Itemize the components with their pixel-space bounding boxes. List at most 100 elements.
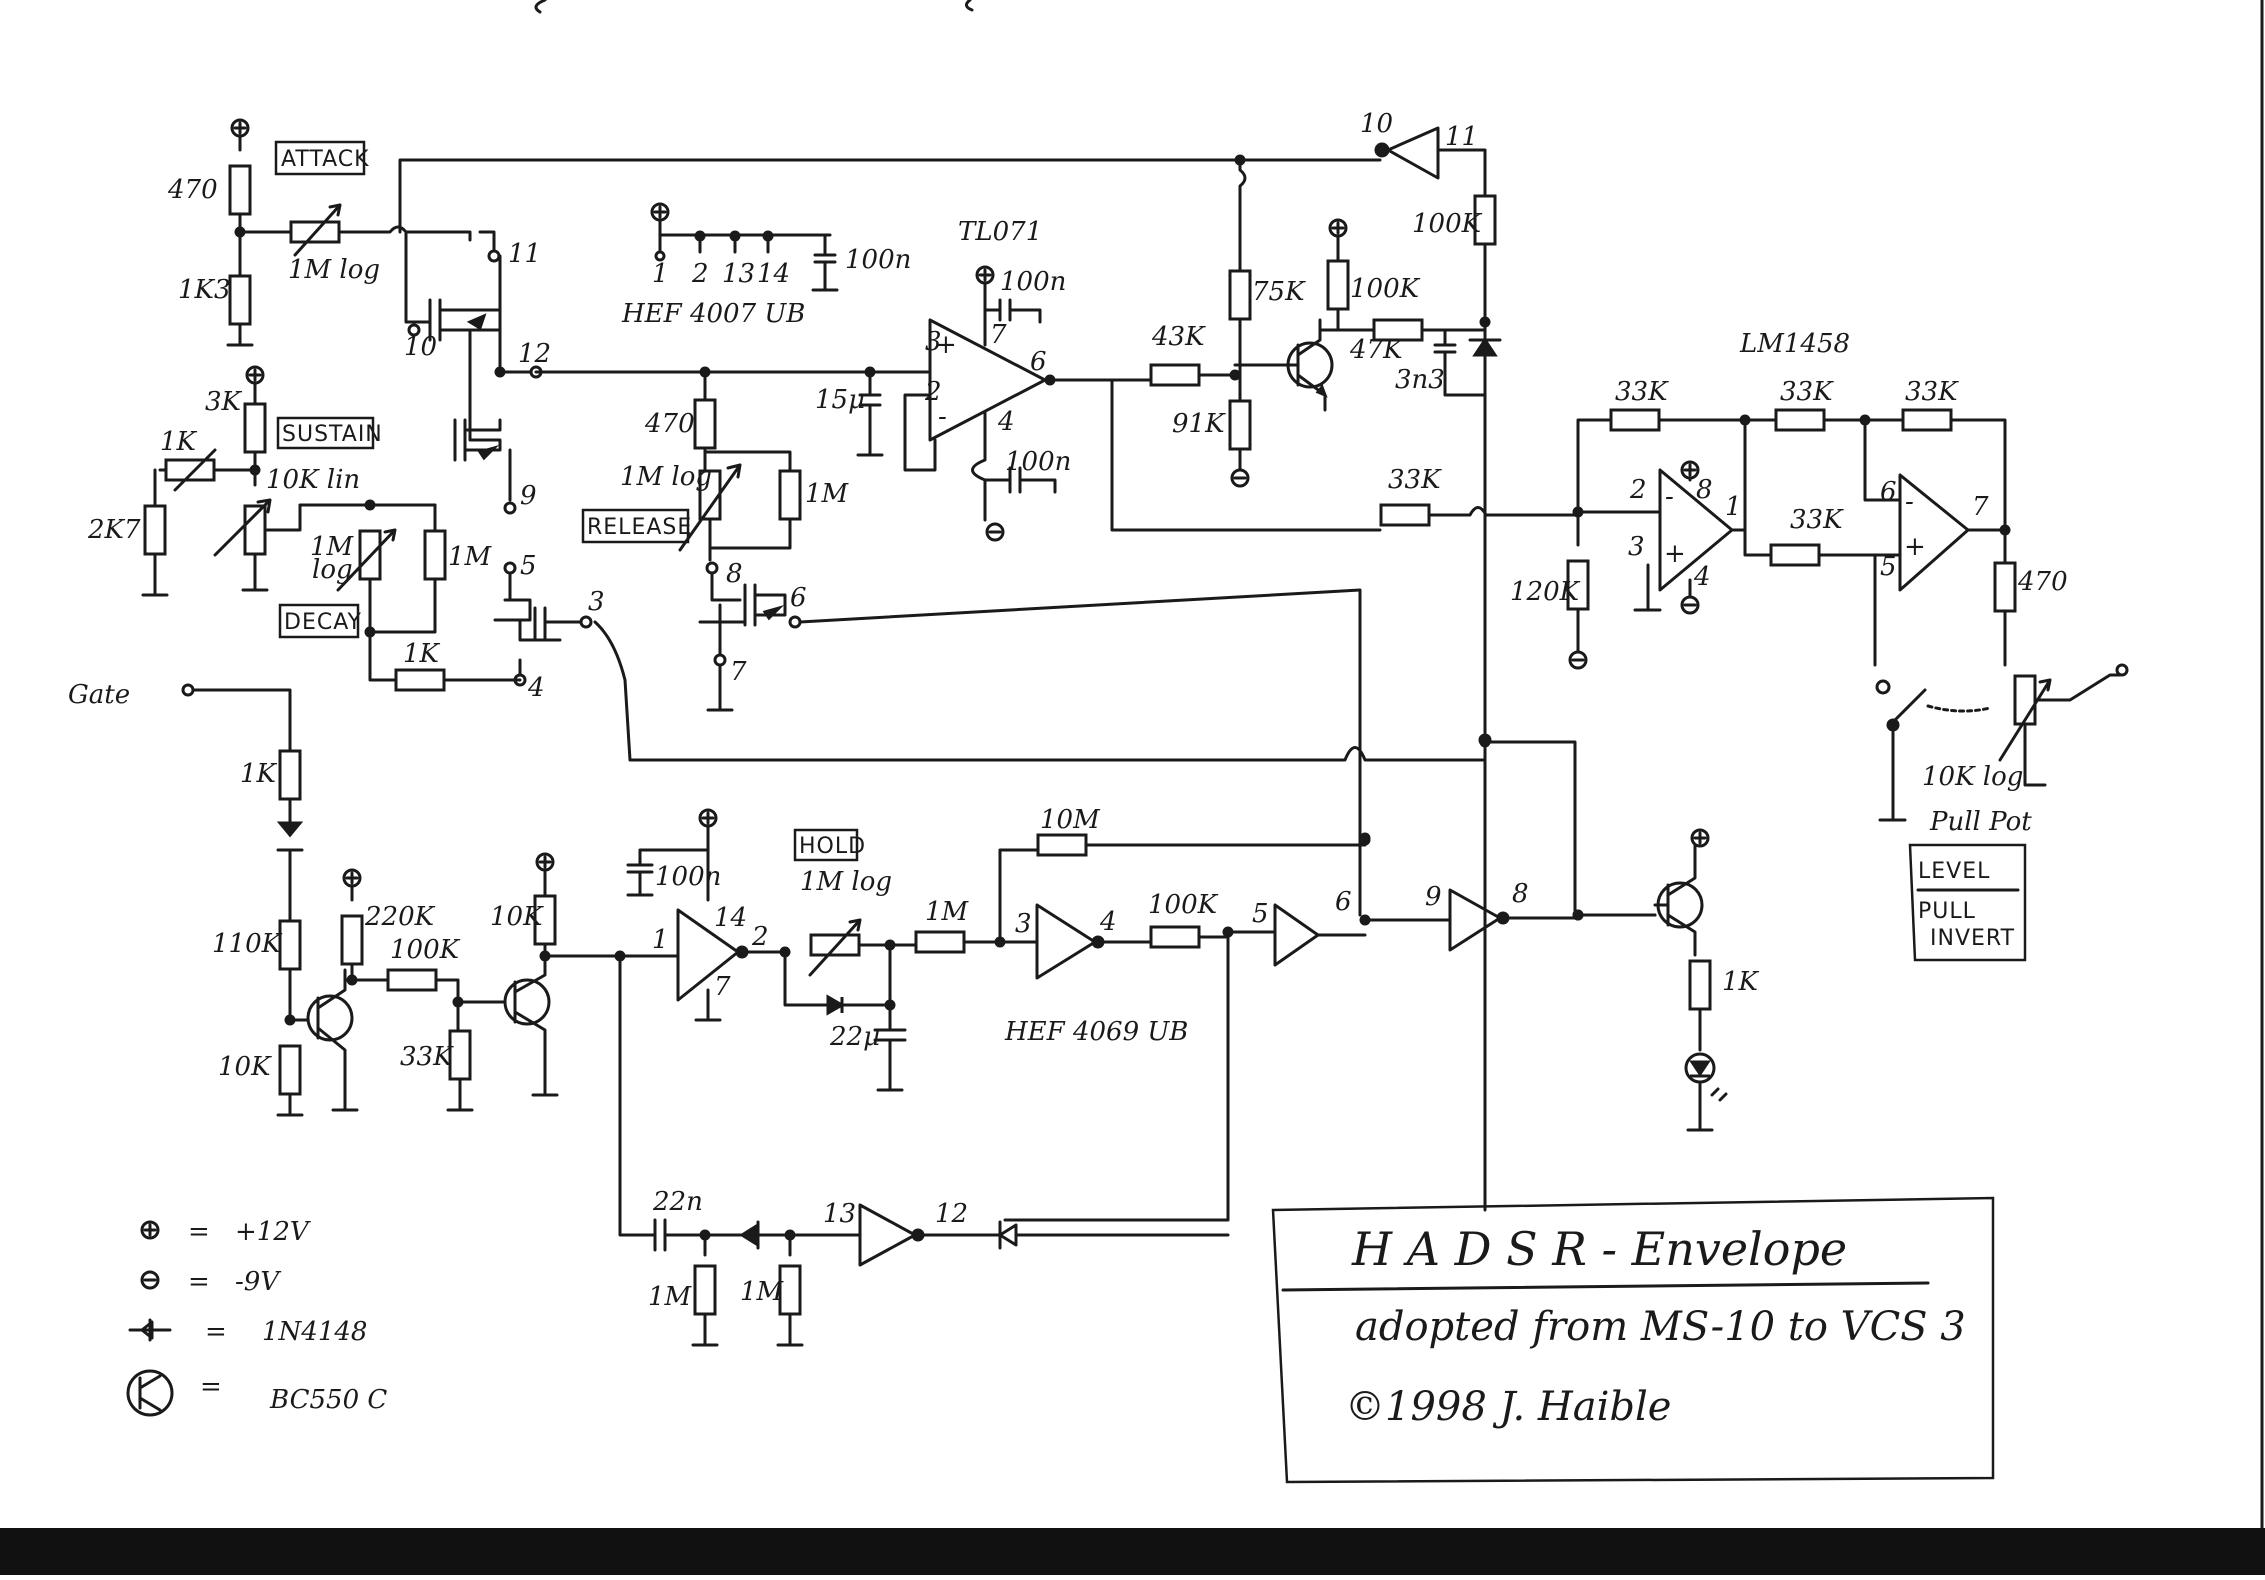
pin-12: 12	[518, 339, 551, 369]
label-100n-tl-bottom: 100n	[1005, 447, 1071, 477]
label-10klog: 10K log	[1922, 762, 2023, 792]
label-15u: 15µ	[815, 385, 865, 415]
pin-9: 9	[520, 481, 537, 511]
label-100n-hold: 100n	[655, 862, 721, 892]
pin-4007-1: 1	[652, 259, 669, 289]
gate-input-network	[181, 683, 622, 1117]
label-r470-attack: 470	[167, 175, 218, 205]
label-r1k3: 1K3	[178, 275, 231, 305]
pin-10: 10	[404, 332, 437, 362]
pin-6-release: 6	[790, 583, 807, 613]
tl071-buffer	[856, 265, 1114, 542]
label-r33k-d: 33K	[1790, 505, 1844, 535]
hold-box	[793, 828, 859, 862]
release-box	[581, 508, 690, 544]
label-r1k-decay: 1K	[403, 639, 441, 669]
lm-pin2: 2	[1629, 475, 1647, 505]
led-driver	[1576, 828, 1728, 1132]
label-tl071: TL071	[958, 217, 1042, 247]
lm-pin7: 7	[1972, 492, 1989, 522]
pin-11-4069: 11	[1445, 122, 1478, 152]
legend-minus-val: -9V	[235, 1267, 281, 1297]
sustain-label: SUSTAIN	[282, 422, 383, 447]
label-r33k-mid: 33K	[1388, 465, 1442, 495]
inv-pin5: 5	[1252, 899, 1269, 929]
label-22u: 22µ	[829, 1022, 880, 1052]
legend-plus-val: +12V	[235, 1217, 311, 1247]
tl071-minus: -	[938, 402, 947, 432]
label-r100k-collector: 100K	[1350, 274, 1421, 304]
label-pull-pot: Pull Pot	[1929, 807, 2032, 837]
lm-a-minus: -	[1665, 482, 1674, 512]
attack-box	[274, 140, 366, 176]
legend-minus-eq: =	[188, 1267, 210, 1297]
pin-11: 11	[508, 239, 541, 269]
legend-diode-eq: =	[205, 1317, 227, 1347]
pin-8-release: 8	[726, 559, 743, 589]
pin-3-switch: 3	[588, 587, 605, 617]
label-r100k-hold: 100K	[1148, 890, 1219, 920]
lm-pin6: 6	[1880, 477, 1897, 507]
lm-b-minus: -	[1905, 487, 1914, 517]
label-decay-pot-b: log	[312, 555, 353, 585]
legend-diode-val: 1N4148	[262, 1317, 367, 1347]
label-r33k-a: 33K	[1615, 377, 1669, 407]
decay-box	[278, 603, 360, 639]
label-r47k: 47K	[1349, 335, 1404, 365]
interconnect-lines	[593, 588, 1577, 917]
label-r10m: 10M	[1040, 805, 1101, 835]
lower-pin13: 13	[823, 1199, 856, 1229]
subtitle-text: adopted from MS-10 to VCS 3	[1355, 1304, 1966, 1350]
label-100n-4007: 100n	[845, 245, 911, 275]
label-release-pot: 1M log	[620, 462, 712, 492]
inv-pin4: 4	[1099, 907, 1117, 937]
label-r470-release: 470	[644, 409, 695, 439]
lm-pin8: 8	[1696, 475, 1713, 505]
hold-pin1: 1	[652, 925, 669, 955]
label-r33k-c: 33K	[1905, 377, 1959, 407]
label-r1m-lower-a: 1M	[648, 1282, 693, 1312]
pin-7-release: 7	[730, 657, 747, 687]
retrigger-network	[618, 954, 1230, 1347]
tl071-pin7: 7	[990, 320, 1007, 350]
hold-network	[614, 808, 1657, 1222]
label-r120k: 120K	[1510, 577, 1581, 607]
copyright-text: ©1998 J. Haible	[1345, 1384, 1671, 1430]
lm-a-plus: +	[1664, 539, 1686, 569]
hold-pin14: 14	[714, 903, 747, 933]
label-r10k-gate: 10K	[218, 1052, 272, 1082]
label-r75k: 75K	[1252, 277, 1306, 307]
pin-4007-13: 13	[722, 259, 755, 289]
hef4007-switches	[404, 230, 593, 687]
label-r10k-q2: 10K	[490, 902, 544, 932]
legend-transistor-val: BC550 C	[269, 1385, 387, 1415]
label-r1m-hold: 1M	[925, 897, 970, 927]
label-r1m-release: 1M	[805, 479, 850, 509]
label-decay-pot-a: 1M	[310, 532, 355, 562]
tl071-pin6: 6	[1030, 347, 1047, 377]
label-r33k-b: 33K	[1780, 377, 1834, 407]
label-r470-out: 470	[2017, 567, 2068, 597]
pin-4-switch: 4	[527, 673, 545, 703]
label-r33k-gate: 33K	[400, 1042, 454, 1072]
tl071-pin4: 4	[997, 407, 1015, 437]
hold-pin7: 7	[714, 972, 731, 1002]
release-label: RELEASE	[587, 515, 692, 540]
label-r1k-sustain: 1K	[160, 427, 198, 457]
inv-pin8: 8	[1512, 879, 1529, 909]
tl071-pin2: 2	[924, 377, 942, 407]
inv-pin9: 9	[1425, 882, 1442, 912]
label-r43k: 43K	[1151, 322, 1206, 352]
hold-pin2: 2	[751, 922, 769, 952]
legend-plus-eq: =	[188, 1217, 210, 1247]
inv-pin6: 6	[1335, 887, 1352, 917]
label-r1m-decay: 1M	[448, 542, 493, 572]
lm-pin5: 5	[1880, 552, 1897, 582]
label-r2k7: 2K7	[87, 515, 141, 545]
label-r91k: 91K	[1172, 409, 1226, 439]
invert-label: INVERT	[1930, 926, 2015, 951]
tl071-plus: +	[935, 330, 957, 360]
title-block	[1271, 1196, 1995, 1484]
lm-pin1: 1	[1725, 492, 1742, 522]
legend-transistor-eq: =	[200, 1372, 222, 1402]
